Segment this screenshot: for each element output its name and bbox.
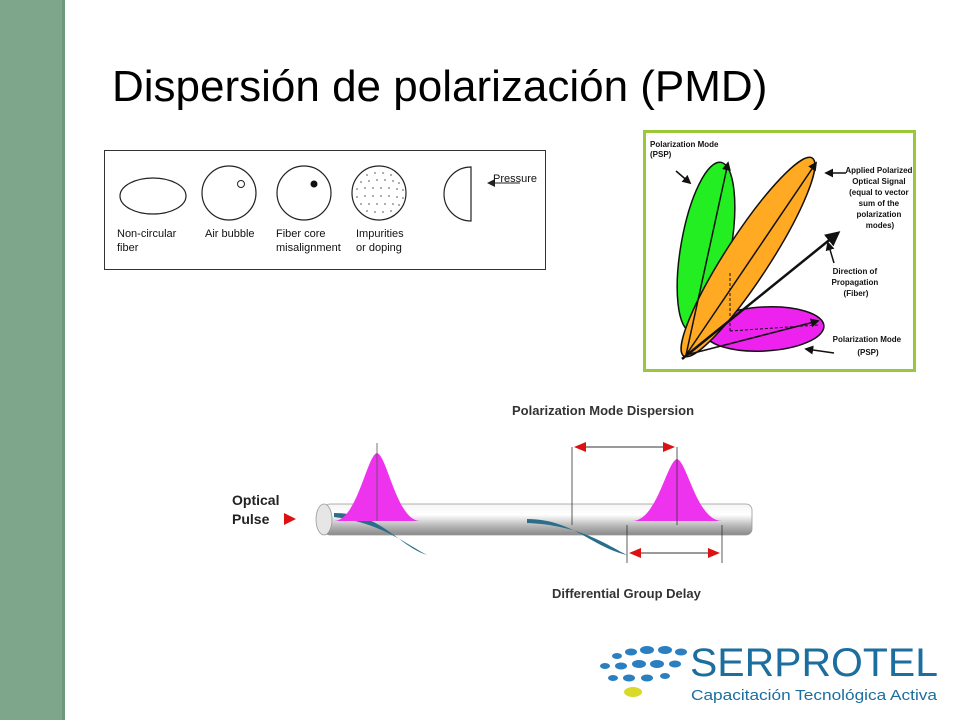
- cause-label-non-circular: Non-circular fiber: [117, 228, 179, 254]
- psp-vector-figure: Polarization Mode (PSP) Applied Polarize…: [643, 130, 916, 372]
- logo-accent-mark: [624, 687, 642, 697]
- core-misalignment-fiber-shape: [276, 165, 332, 221]
- cause-label-impurities: Impurities or doping: [356, 228, 407, 254]
- pressure-arrow: [487, 179, 495, 187]
- air-bubble-fiber-shape: [201, 165, 257, 221]
- psp-top-label: Polarization Mode (PSP): [650, 140, 721, 159]
- optical-pulse-arrow: [284, 513, 296, 525]
- logo-brand-text: SERPROTEL: [690, 641, 938, 685]
- left-accent-bar: [0, 0, 65, 720]
- applied-signal-lobe: [680, 156, 816, 358]
- pressure-fiber-shape: [443, 166, 472, 222]
- psp-top-axis: [685, 161, 731, 356]
- dgd-label: Differential Group Delay: [552, 586, 702, 601]
- cause-label-air-bubble: Air bubble: [205, 228, 255, 240]
- logo-tagline: Capacitación Tecnológica Activa: [691, 687, 938, 704]
- direction-label: Direction of Propagation (Fiber): [832, 267, 881, 298]
- slide-title: Dispersión de polarización (PMD): [112, 62, 768, 111]
- logo-dots-icon: [600, 646, 687, 682]
- misaligned-core-dot: [310, 180, 318, 188]
- pressure-label: Pressure: [493, 173, 537, 185]
- impurities-fiber-shape: [351, 165, 407, 221]
- air-bubble-dot: [237, 180, 245, 188]
- applied-signal-axis: [685, 161, 818, 356]
- applied-signal-label: Applied Polarized Optical Signal (equal …: [845, 166, 913, 230]
- impurity-dots: [356, 172, 404, 213]
- delayed-pulse-shadow: [527, 519, 627, 555]
- fiber-tube-end: [315, 503, 333, 536]
- psp-bottom-label: Polarization Mode (PSP): [833, 335, 904, 357]
- cause-label-core-misalignment: Fiber core misalignment: [276, 228, 341, 254]
- non-circular-fiber-shape: [119, 177, 187, 215]
- propagation-axis: [681, 231, 841, 360]
- serprotel-logo: SERPROTEL Capacitación Tecnológica Activ…: [595, 638, 945, 710]
- birefringence-causes-figure: Pressure Non-circular fiber Air bubble F…: [104, 150, 546, 270]
- pmd-pulse-figure: Polarization Mode Dispersion Optical Pul…: [222, 395, 782, 610]
- pmd-title: Polarization Mode Dispersion: [512, 403, 694, 418]
- optical-pulse-label: Optical Pulse: [232, 492, 283, 527]
